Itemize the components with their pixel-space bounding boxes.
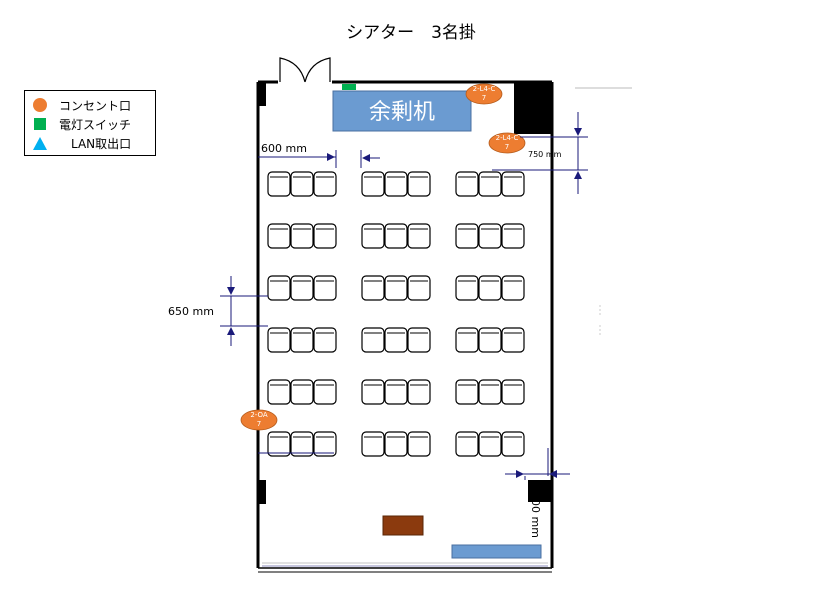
- seat: [501, 379, 525, 405]
- seat: [478, 275, 502, 301]
- legend-label-outlet: コンセント口: [59, 98, 132, 113]
- dimension-aisle-width: [258, 150, 380, 168]
- seat: [361, 379, 385, 405]
- light-switch-marker: [342, 84, 356, 90]
- seat: [384, 431, 408, 457]
- seat: [267, 379, 291, 405]
- seat: [478, 327, 502, 353]
- seat: [361, 171, 385, 197]
- outlet-label: 7: [257, 420, 261, 428]
- seat: [407, 379, 431, 405]
- seat: [384, 327, 408, 353]
- seat: [455, 379, 479, 405]
- legend-label-lan: LAN取出口: [71, 136, 132, 151]
- legend: コンセント口 電灯スイッチ LAN取出口: [24, 90, 156, 156]
- seat: [384, 379, 408, 405]
- dimension-label-rear: 500 mm: [529, 492, 542, 538]
- seat: [407, 171, 431, 197]
- seat: [290, 275, 314, 301]
- dimension-label-aisle: 600 mm: [261, 142, 307, 155]
- outlet-circle-icon: [33, 98, 47, 112]
- seat: [384, 275, 408, 301]
- legend-item-lan: LAN取出口: [33, 134, 131, 152]
- outlet-marker: 2-OA 7: [240, 409, 278, 431]
- spare-desk: [332, 90, 472, 132]
- seat: [290, 379, 314, 405]
- seat: [407, 275, 431, 301]
- seat: [313, 379, 337, 405]
- double-door: [279, 57, 331, 83]
- seat: [267, 327, 291, 353]
- seat: [290, 223, 314, 249]
- seat: [290, 431, 314, 457]
- legend-label-switch: 電灯スイッチ: [59, 117, 132, 132]
- legend-item-outlet: コンセント口: [33, 96, 131, 114]
- seat: [313, 171, 337, 197]
- seat: [384, 223, 408, 249]
- lan-triangle-icon: [33, 136, 47, 150]
- seat: [455, 431, 479, 457]
- seat: [455, 171, 479, 197]
- seat: [455, 275, 479, 301]
- seat: [313, 223, 337, 249]
- seat: [384, 171, 408, 197]
- seat: [267, 431, 291, 457]
- seat: [407, 431, 431, 457]
- seat: [478, 223, 502, 249]
- seat: [267, 275, 291, 301]
- seat: [361, 431, 385, 457]
- room-walls: [256, 80, 632, 573]
- seat: [478, 379, 502, 405]
- light-switch-square-icon: [34, 118, 46, 130]
- seat: [478, 171, 502, 197]
- outlet-label: 2-L4-C: [496, 134, 519, 142]
- page-title: シアター 3名掛: [346, 23, 476, 43]
- dimension-front-gap: [492, 112, 588, 194]
- seat: [267, 223, 291, 249]
- seat: [361, 223, 385, 249]
- outlet-label: 7: [505, 143, 509, 151]
- outlet-marker: 2-L4-C 7: [465, 83, 503, 105]
- podium: [382, 515, 424, 536]
- seat: [361, 327, 385, 353]
- seat: [313, 327, 337, 353]
- seat: [361, 275, 385, 301]
- seat: [478, 431, 502, 457]
- seat: [290, 327, 314, 353]
- seat: [501, 327, 525, 353]
- spare-desk-label: 余剰机: [369, 100, 435, 125]
- seat: [501, 275, 525, 301]
- seating-area: [267, 171, 525, 457]
- dimension-rear-gap: [505, 448, 570, 480]
- outlet-label: 2-OA: [250, 411, 268, 419]
- seat: [267, 171, 291, 197]
- seat: [455, 327, 479, 353]
- dimension-label-row-pitch: 650 mm: [168, 305, 214, 318]
- outlet-marker: 2-L4-C 7: [488, 132, 526, 154]
- outlet-label: 2-L4-C: [473, 85, 496, 93]
- dimension-label-front: 750 mm: [528, 150, 562, 159]
- outlet-label: 7: [482, 94, 486, 102]
- seat: [407, 327, 431, 353]
- seat: [407, 223, 431, 249]
- seat: [455, 223, 479, 249]
- seat: [501, 223, 525, 249]
- seat: [290, 171, 314, 197]
- seat: [501, 171, 525, 197]
- dimension-row-pitch: [220, 276, 268, 346]
- seat: [313, 275, 337, 301]
- legend-item-switch: 電灯スイッチ: [33, 115, 131, 133]
- side-table: [451, 544, 542, 559]
- seat: [313, 431, 337, 457]
- seat: [501, 431, 525, 457]
